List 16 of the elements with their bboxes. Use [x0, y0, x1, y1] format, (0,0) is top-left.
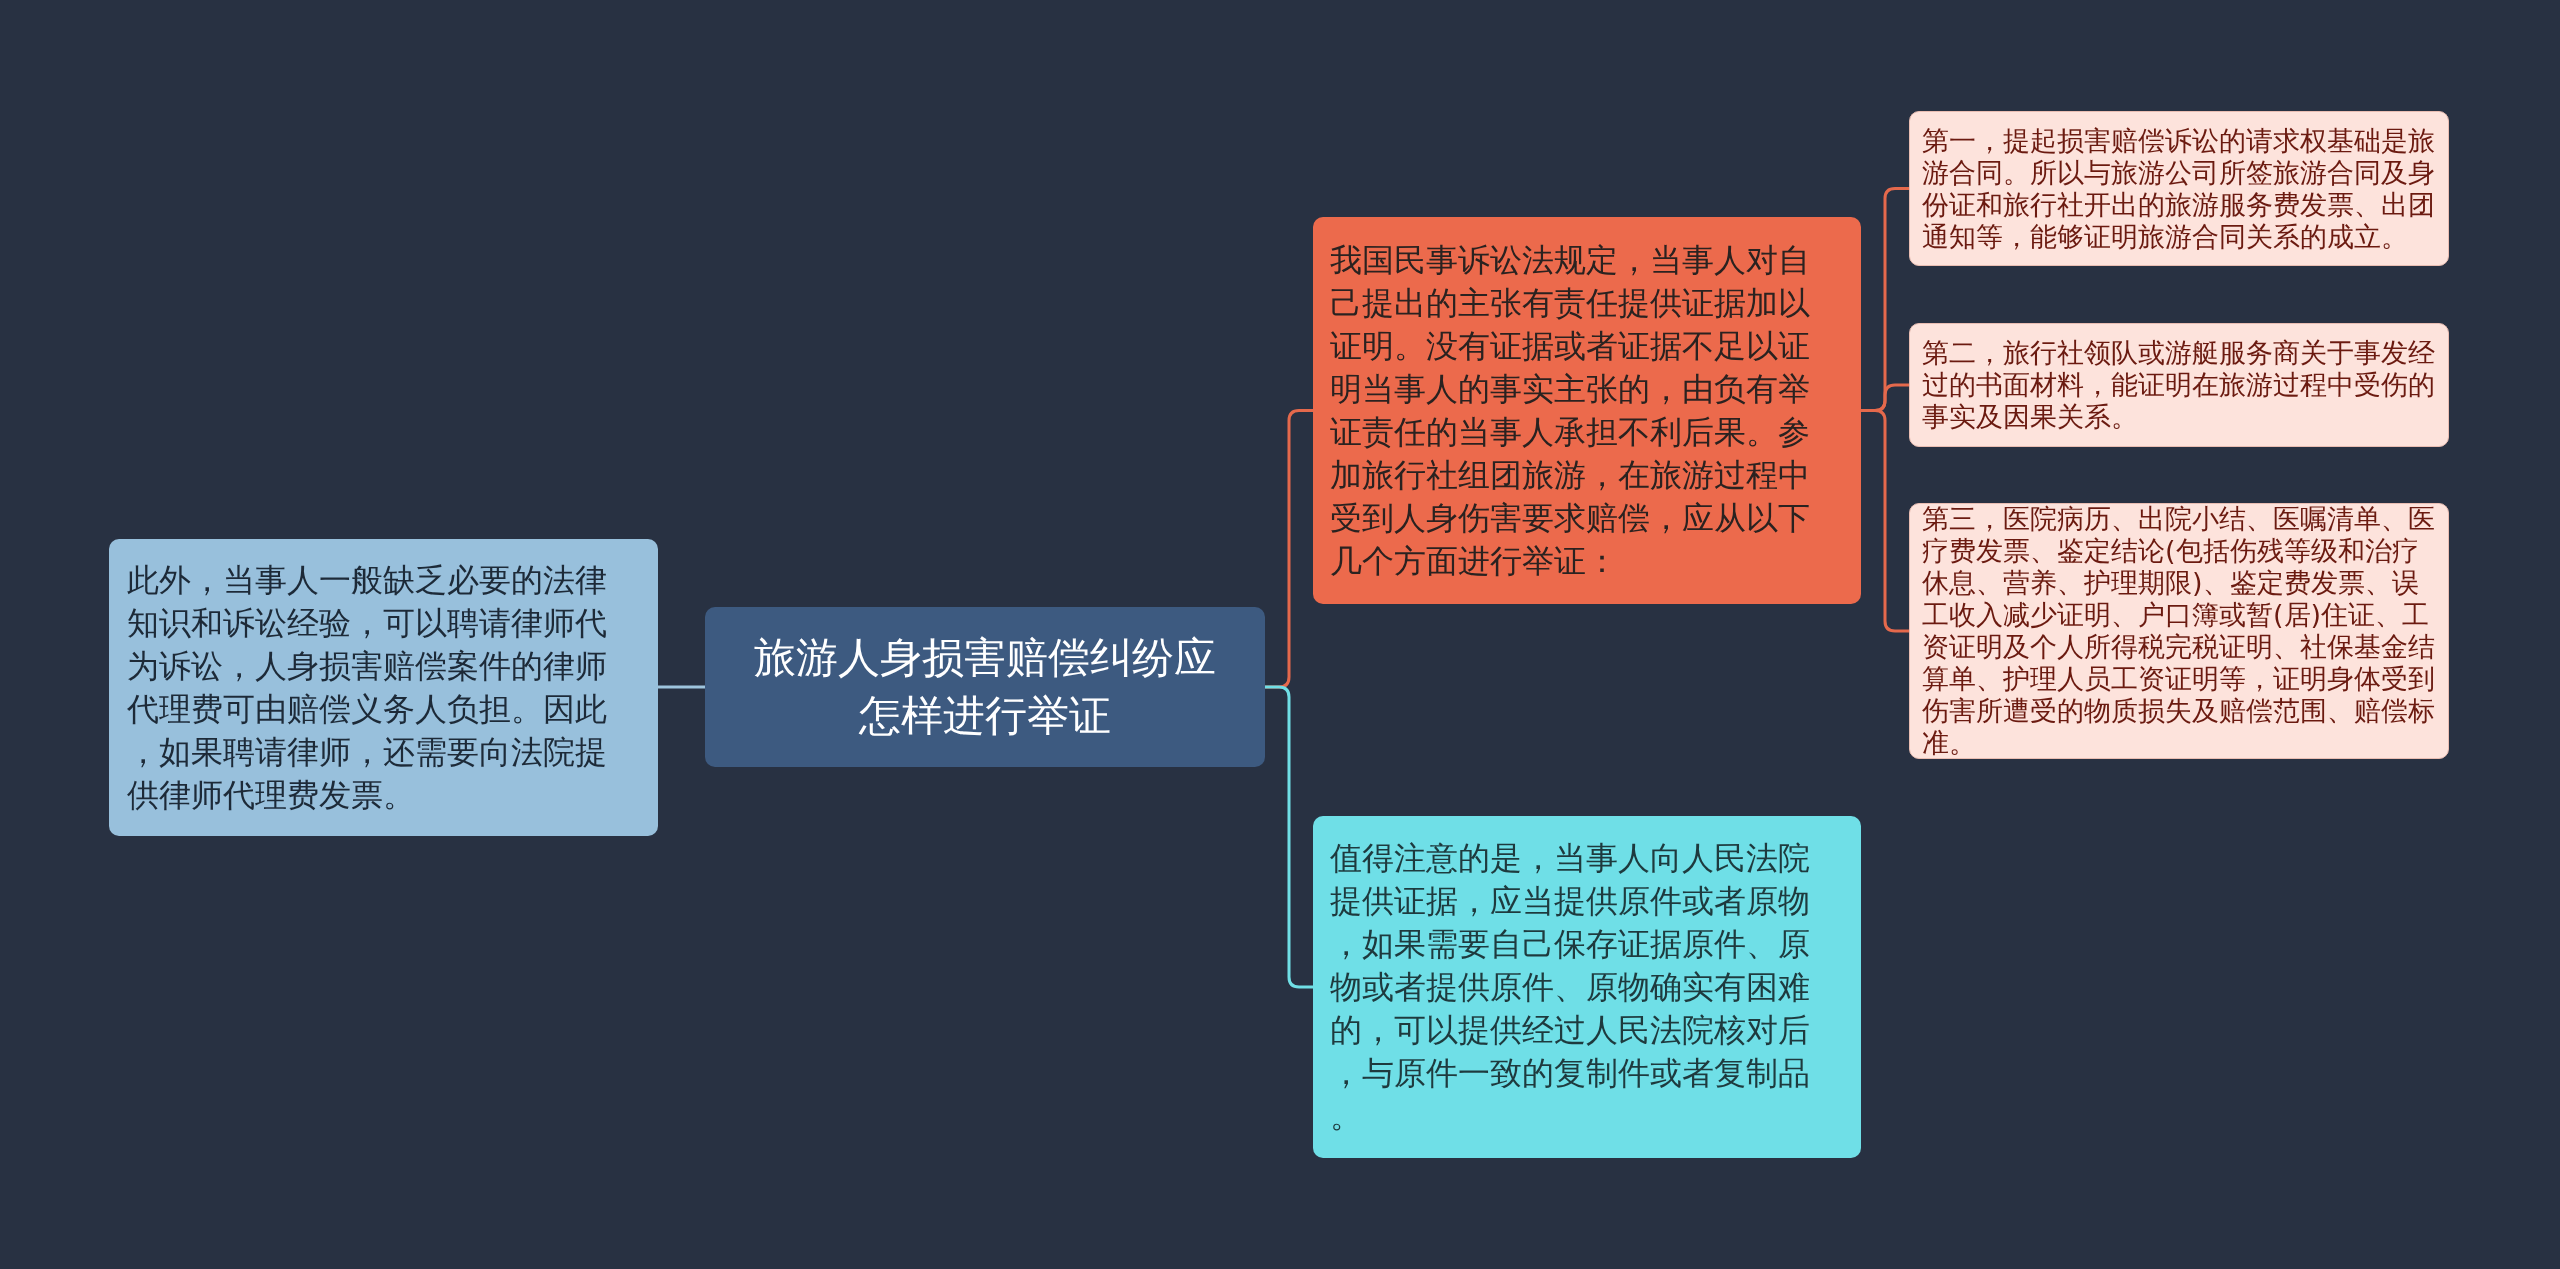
node-text: 旅游人身损害赔偿纠纷应怎样进行举证	[753, 632, 1217, 742]
note-box	[1909, 111, 2449, 266]
connector-line	[1265, 685, 1313, 989]
node-text: 我国民事诉讼法规定，当事人对自己提出的主张有责任提供证据加以证明。没有证据或者证据不足以证明当事人的事实主张的，由负有举证责任的当事人承担不利后果。参加旅行社组团旅游，在旅游过程中受到人身伤害要求赔偿，应从以下几个方面进行举证：	[1330, 239, 1811, 582]
connector-line	[658, 685, 705, 689]
connector-line	[1861, 409, 1909, 633]
node-text: 第二，旅行社领队或游艇服务商关于事发经过的书面材料，能证明在旅游过程中受伤的事实及因果关系。	[1922, 337, 2436, 433]
node-text: 值得注意的是，当事人向人民法院提供证据，应当提供原件或者原物，如果需要自己保存证据原件、原物或者提供原件、原物确实有困难的，可以提供经过人民法院核对后，与原件一致的复制件或者复制品。	[1330, 837, 1811, 1137]
note-box	[1909, 323, 2449, 447]
note-box	[109, 539, 658, 836]
note-box	[1313, 816, 1861, 1158]
topic-box	[705, 607, 1265, 767]
node-text: 此外，当事人一般缺乏必要的法律知识和诉讼经验，可以聘请律师代为诉讼，人身损害赔偿案件的律师代理费可由赔偿义务人负担。因此，如果聘请律师，还需要向法院提供律师代理费发票。	[127, 559, 608, 816]
note-box	[1313, 217, 1861, 604]
node-text: 第三，医院病历、出院小结、医嘱清单、医疗费发票、鉴定结论(包括伤残等级和治疗休息、营养、护理期限)、鉴定费发票、误工收入减少证明、户口簿或暂(居)住证、工资证明及个人所得税完税证明、社保基金结算单、护理人员工资证明等，证明身体受到伤害所遭受的物质损失及赔偿范围、赔偿标准。	[1922, 503, 2436, 759]
node-text: 第一，提起损害赔偿诉讼的请求权基础是旅游合同。所以与旅游公司所签旅游合同及身份证和旅行社开出的旅游服务费发票、出团通知等，能够证明旅游合同关系的成立。	[1922, 124, 2436, 253]
